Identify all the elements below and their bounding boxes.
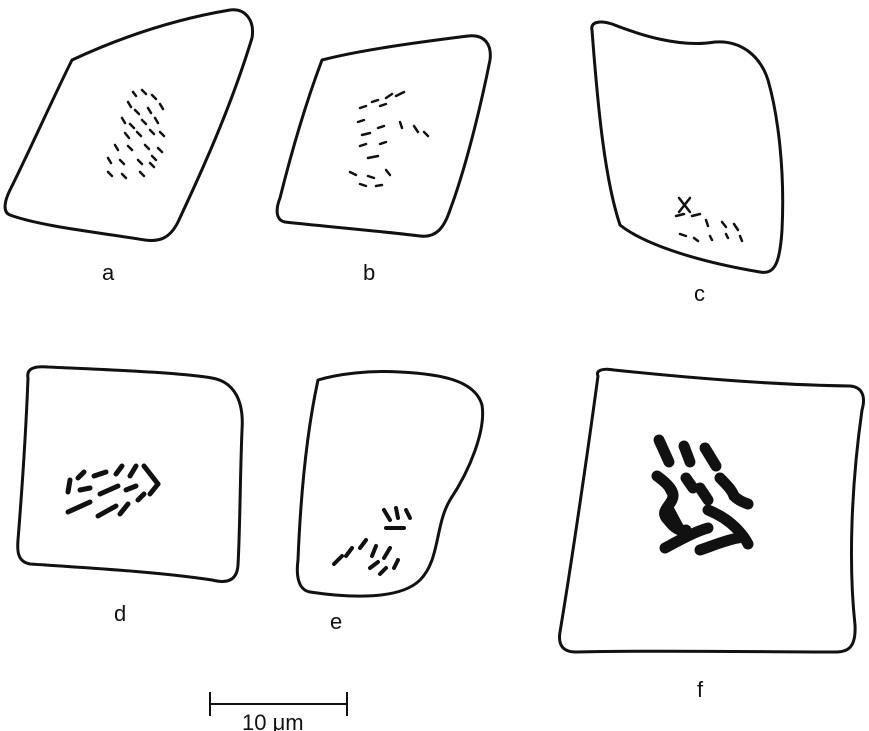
chromosomes-e bbox=[334, 508, 410, 574]
cell-c: c bbox=[592, 22, 783, 306]
panel-label-d: d bbox=[114, 601, 126, 626]
cell-b-outline bbox=[277, 36, 490, 236]
cell-b: b bbox=[277, 36, 490, 285]
chromosomes-f bbox=[657, 440, 748, 550]
cell-e-outline bbox=[297, 371, 482, 596]
panel-label-e: e bbox=[330, 609, 342, 634]
cell-e: e bbox=[297, 371, 482, 634]
scale-bar: 10 μm bbox=[210, 692, 347, 731]
cell-f: f bbox=[560, 369, 864, 702]
chromosomes-d bbox=[68, 466, 158, 516]
cell-c-outline bbox=[592, 22, 783, 272]
chromosomes-c bbox=[676, 198, 742, 241]
panel-label-c: c bbox=[694, 281, 705, 306]
panel-label-b: b bbox=[363, 260, 375, 285]
panel-label-a: a bbox=[102, 260, 115, 285]
chromosomes-b bbox=[350, 92, 428, 186]
cell-a-outline bbox=[5, 10, 252, 241]
cell-a: a bbox=[5, 10, 252, 285]
chromosomes-a bbox=[108, 90, 164, 178]
scale-bar-label: 10 μm bbox=[242, 710, 304, 731]
panel-label-f: f bbox=[697, 677, 704, 702]
cell-d: d bbox=[18, 367, 243, 626]
